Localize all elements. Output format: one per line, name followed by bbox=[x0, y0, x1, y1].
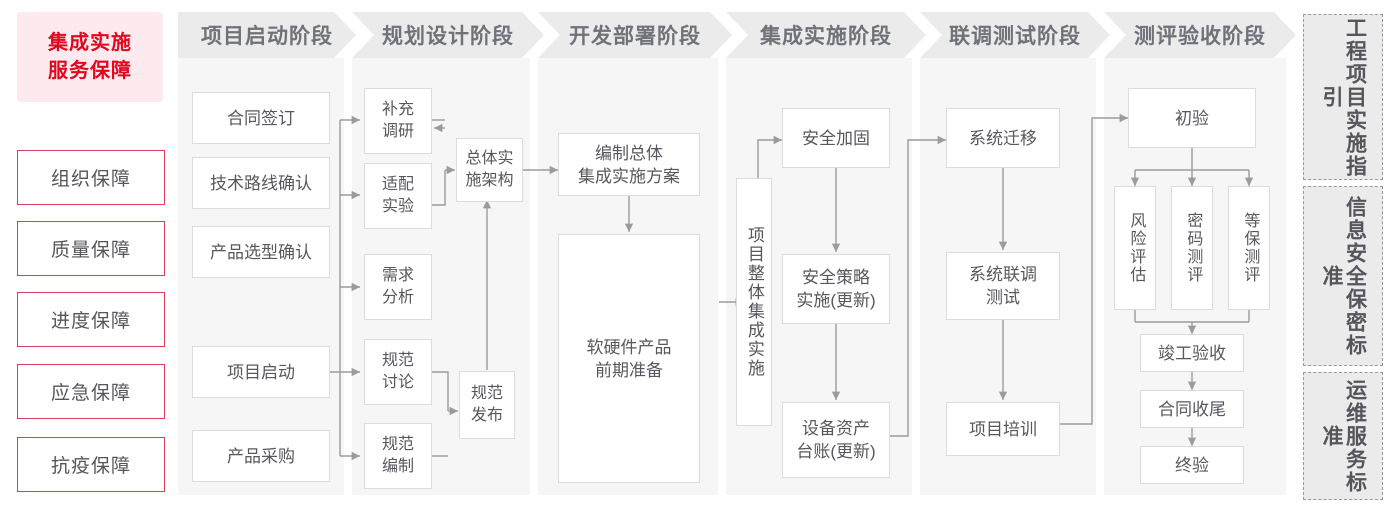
phase-header-label: 联调测试阶段 bbox=[949, 25, 1081, 48]
node-label: 适配 实验 bbox=[381, 176, 414, 215]
node-label: 密码测评 bbox=[1184, 212, 1202, 284]
node-system-migration[interactable]: 系统迁移 bbox=[946, 108, 1060, 168]
node-overall-implementation-architecture[interactable]: 总体实 施架构 bbox=[456, 138, 523, 202]
sidebar-item-label: 抗疫保障 bbox=[50, 456, 131, 477]
node-label: 项目整体集成实施 bbox=[744, 226, 764, 378]
standards-panel-security[interactable]: 信息安全保密标准 bbox=[1303, 186, 1383, 366]
node-project-kickoff[interactable]: 项目启动 bbox=[192, 346, 330, 398]
sidebar-item-schedule[interactable]: 进度保障 bbox=[17, 292, 165, 347]
node-hardware-software-preparation[interactable]: 软硬件产品 前期准备 bbox=[558, 234, 700, 483]
phase-header-3[interactable]: 开发部署阶段 bbox=[538, 12, 732, 58]
standards-panel-engineering[interactable]: 工程项目实施指引 bbox=[1303, 14, 1383, 180]
sidebar-item-label: 进度保障 bbox=[50, 311, 131, 332]
node-label: 初验 bbox=[1175, 108, 1209, 128]
phase-header-label: 集成实施阶段 bbox=[760, 25, 892, 48]
node-cryptography-evaluation[interactable]: 密码测评 bbox=[1171, 186, 1213, 310]
diagram-title-badge: 集成实施 服务保障 bbox=[17, 12, 163, 102]
node-system-joint-debug-test[interactable]: 系统联调 测试 bbox=[946, 252, 1060, 320]
node-overall-project-integration[interactable]: 项目整体集成实施 bbox=[736, 178, 772, 426]
node-label: 系统迁移 bbox=[969, 128, 1037, 148]
phase-header-4[interactable]: 集成实施阶段 bbox=[726, 12, 926, 58]
node-risk-assessment[interactable]: 风险评估 bbox=[1114, 186, 1156, 310]
node-standard-drafting[interactable]: 规范 编制 bbox=[364, 423, 432, 489]
diagram-title-line-1: 集成实施 bbox=[48, 32, 132, 54]
node-equipment-asset-ledger[interactable]: 设备资产 台账(更新) bbox=[782, 402, 890, 478]
node-label: 规范 编制 bbox=[381, 436, 414, 475]
standards-panel-label: 信息安全保密标准 bbox=[1320, 195, 1367, 357]
node-label: 产品选型确认 bbox=[210, 242, 312, 262]
node-preliminary-acceptance[interactable]: 初验 bbox=[1128, 88, 1256, 148]
node-label: 等保测评 bbox=[1241, 212, 1259, 284]
node-label: 安全策略 实施(更新) bbox=[796, 268, 876, 310]
node-label: 项目培训 bbox=[969, 419, 1037, 439]
node-label: 竣工验收 bbox=[1158, 343, 1226, 363]
node-label: 规范 讨论 bbox=[381, 352, 414, 391]
sidebar-item-label: 组织保障 bbox=[50, 169, 131, 190]
node-label: 风险评估 bbox=[1127, 212, 1145, 284]
phase-header-2[interactable]: 规划设计阶段 bbox=[352, 12, 544, 58]
node-label: 软硬件产品 前期准备 bbox=[586, 337, 672, 380]
phase-header-label: 开发部署阶段 bbox=[569, 25, 701, 48]
node-adaptation-experiment[interactable]: 适配 实验 bbox=[364, 163, 432, 229]
node-label: 系统联调 测试 bbox=[969, 265, 1037, 307]
standards-panel-label: 运维服务标准 bbox=[1320, 378, 1367, 494]
sidebar-item-organization[interactable]: 组织保障 bbox=[17, 150, 165, 205]
node-label: 安全加固 bbox=[802, 128, 870, 148]
node-standard-release[interactable]: 规范 发布 bbox=[459, 371, 515, 439]
phase-header-6[interactable]: 测评验收阶段 bbox=[1104, 12, 1296, 58]
node-contract-signing[interactable]: 合同签订 bbox=[192, 92, 330, 144]
node-standard-discussion[interactable]: 规范 讨论 bbox=[364, 339, 432, 405]
sidebar-item-emergency[interactable]: 应急保障 bbox=[17, 364, 165, 419]
phase-header-label: 规划设计阶段 bbox=[382, 25, 514, 48]
node-compile-integration-plan[interactable]: 编制总体 集成实施方案 bbox=[558, 133, 700, 196]
node-label: 产品采购 bbox=[227, 446, 295, 466]
node-tech-route-confirm[interactable]: 技术路线确认 bbox=[192, 157, 330, 209]
diagram-title-line-2: 服务保障 bbox=[48, 60, 132, 82]
node-label: 项目启动 bbox=[227, 362, 295, 382]
phase-header-label: 项目启动阶段 bbox=[201, 25, 333, 48]
phase-header-5[interactable]: 联调测试阶段 bbox=[920, 12, 1110, 58]
node-label: 技术路线确认 bbox=[210, 173, 312, 193]
node-label: 编制总体 集成实施方案 bbox=[578, 143, 680, 186]
node-label: 终验 bbox=[1175, 455, 1209, 475]
node-label: 合同收尾 bbox=[1158, 399, 1226, 419]
node-label: 规范 发布 bbox=[470, 385, 503, 424]
node-label: 设备资产 台账(更新) bbox=[796, 419, 876, 461]
sidebar-item-label: 质量保障 bbox=[50, 240, 131, 261]
node-product-procurement[interactable]: 产品采购 bbox=[192, 430, 330, 482]
sidebar-item-label: 应急保障 bbox=[50, 383, 131, 404]
phase-header-label: 测评验收阶段 bbox=[1134, 25, 1266, 48]
node-final-acceptance[interactable]: 终验 bbox=[1140, 446, 1244, 484]
node-project-training[interactable]: 项目培训 bbox=[946, 402, 1060, 456]
node-security-policy-implementation[interactable]: 安全策略 实施(更新) bbox=[782, 254, 890, 324]
node-security-hardening[interactable]: 安全加固 bbox=[782, 108, 890, 168]
node-label: 总体实 施架构 bbox=[465, 150, 514, 189]
node-label: 需求 分析 bbox=[381, 267, 414, 306]
node-mlps-evaluation[interactable]: 等保测评 bbox=[1228, 186, 1270, 310]
sidebar-item-epidemic[interactable]: 抗疫保障 bbox=[17, 437, 165, 492]
node-product-selection-confirm[interactable]: 产品选型确认 bbox=[192, 226, 330, 278]
standards-panel-label: 工程项目实施指引 bbox=[1320, 16, 1367, 178]
node-supplementary-research[interactable]: 补充 调研 bbox=[364, 88, 432, 154]
node-requirement-analysis[interactable]: 需求 分析 bbox=[364, 254, 432, 320]
node-label: 补充 调研 bbox=[381, 101, 414, 140]
phase-header-1[interactable]: 项目启动阶段 bbox=[178, 12, 356, 58]
standards-panel-operations[interactable]: 运维服务标准 bbox=[1303, 372, 1383, 500]
node-label: 合同签订 bbox=[227, 108, 295, 128]
node-completion-acceptance[interactable]: 竣工验收 bbox=[1140, 334, 1244, 372]
sidebar-item-quality[interactable]: 质量保障 bbox=[17, 221, 165, 276]
node-contract-closure[interactable]: 合同收尾 bbox=[1140, 390, 1244, 428]
